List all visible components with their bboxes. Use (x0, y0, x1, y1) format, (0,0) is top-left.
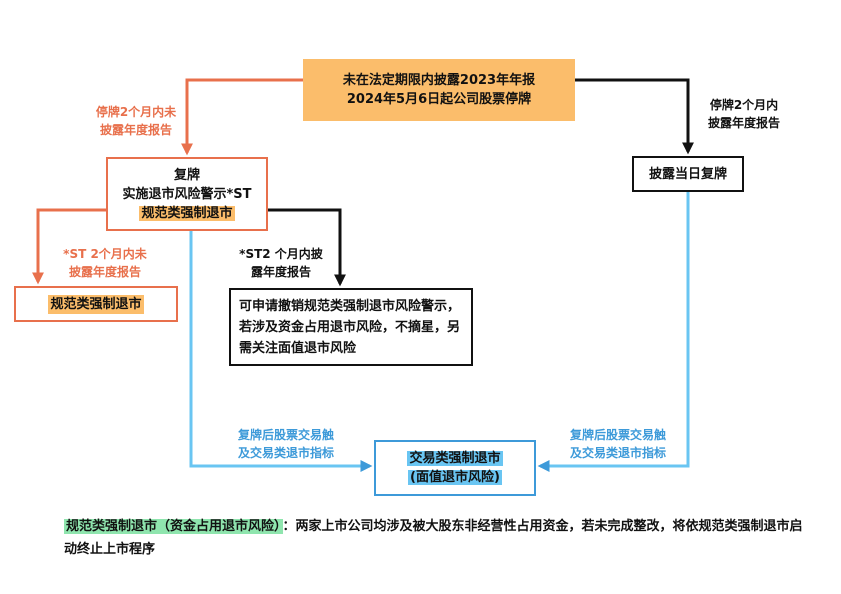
regulatory-delisting-text: 规范类强制退市 (48, 294, 144, 314)
resume-box-line1: 复牌 (173, 167, 200, 183)
resume-on-disclosure-text: 披露当日复牌 (648, 166, 727, 182)
resume-box: 复牌 实施退市风险警示*ST 规范类强制退市 (106, 157, 268, 231)
label-st-left: *ST 2个月内未 披露年度报告 (50, 245, 160, 281)
footnote: 规范类强制退市（资金占用退市风险）：两家上市公司均涉及被大股东非经营性占用资金，… (64, 515, 814, 561)
label-blue-left: 复牌后股票交易触 及交易类退市指标 (224, 426, 348, 462)
resume-box-line2: 实施退市风险警示*ST (122, 186, 252, 202)
label-st-left-line2: 披露年度报告 (68, 265, 141, 279)
label-blue-right-line2: 及交易类退市指标 (569, 446, 666, 460)
label-st-left-line1: *ST 2个月内未 (63, 247, 147, 261)
resume-box-line3: 规范类强制退市 (139, 205, 235, 221)
label-st-mid-line1: *ST2 个月内披 (239, 247, 323, 261)
label-right-top-line1: 停牌2个月内 (709, 98, 779, 112)
label-right-top-line2: 披露年度报告 (707, 116, 780, 130)
arrow-right-to-trade (537, 192, 690, 472)
label-left-top-line1: 停牌2个月内未 (95, 105, 177, 119)
label-blue-right: 复牌后股票交易触 及交易类退市指标 (556, 426, 680, 462)
label-blue-right-line1: 复牌后股票交易触 (569, 428, 666, 442)
label-right-top: 停牌2个月内 披露年度报告 (694, 96, 794, 132)
label-st-mid-line2: 露年度报告 (250, 265, 311, 279)
footnote-text: ：两家上市公司均涉及被大股东非经营性占用资金，若未完成整改，将依规范类强制退市启… (64, 519, 803, 557)
label-st-mid: *ST2 个月内披 露年度报告 (226, 245, 336, 281)
label-blue-left-line1: 复牌后股票交易触 (237, 428, 334, 442)
label-left-top: 停牌2个月内未 披露年度报告 (84, 103, 188, 139)
regulatory-delisting-box: 规范类强制退市 (14, 286, 178, 322)
arrow-resume-to-exit-left (32, 208, 106, 285)
suspension-box-line2: 2024年5月6日起公司股票停牌 (346, 92, 532, 107)
resume-on-disclosure-box: 披露当日复牌 (632, 156, 744, 192)
trading-delisting-line1: 交易类强制退市 (407, 451, 503, 466)
revoke-warning-box: 可申请撤销规范类强制退市风险警示，若涉及资金占用退市风险，不摘星，另需关注面值退… (229, 288, 473, 366)
suspension-box: 未在法定期限内披露2023年年报 2024年5月6日起公司股票停牌 (303, 59, 575, 121)
trading-delisting-box: 交易类强制退市 (面值退市风险) (374, 440, 536, 496)
label-blue-left-line2: 及交易类退市指标 (237, 446, 334, 460)
suspension-box-line1: 未在法定期限内披露2023年年报 (342, 73, 536, 88)
arrow-resume-to-mid (268, 208, 346, 287)
trading-delisting-line2: (面值退市风险) (408, 470, 502, 485)
footnote-term: 规范类强制退市（资金占用退市风险） (64, 519, 283, 534)
arrow-resume-to-trade (189, 231, 373, 472)
label-left-top-line2: 披露年度报告 (99, 123, 172, 137)
revoke-warning-text: 可申请撤销规范类强制退市风险警示，若涉及资金占用退市风险，不摘星，另需关注面值退… (239, 298, 461, 356)
arrow-top-to-resume (181, 78, 303, 156)
arrow-top-to-right (575, 78, 694, 155)
